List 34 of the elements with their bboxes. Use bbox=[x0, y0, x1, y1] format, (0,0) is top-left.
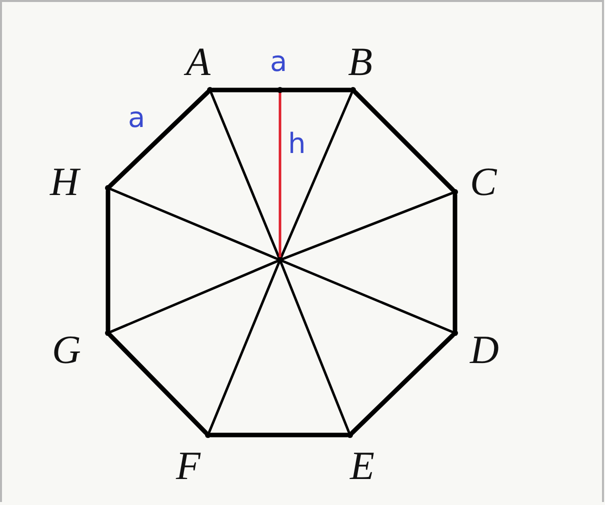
vertex-point bbox=[105, 185, 111, 191]
vertex-label: G bbox=[52, 330, 81, 370]
octagon-side bbox=[108, 90, 210, 188]
octagon-side bbox=[210, 88, 352, 92]
diagonal-line bbox=[282, 192, 454, 260]
octagon-side bbox=[208, 432, 350, 438]
octagon-side bbox=[106, 188, 110, 332]
octagon-side bbox=[108, 332, 208, 436]
side-length-label: a bbox=[270, 48, 288, 76]
vertex-point bbox=[350, 87, 356, 93]
vertex-label: B bbox=[348, 42, 372, 82]
height-line bbox=[278, 92, 282, 258]
side-length-label: a bbox=[128, 104, 146, 132]
edge-label: h bbox=[288, 130, 306, 158]
vertex-label: F bbox=[176, 446, 200, 486]
octagon-side bbox=[352, 90, 456, 192]
diagonal-line bbox=[110, 260, 278, 334]
vertex-point bbox=[207, 87, 213, 93]
diagonal-line bbox=[110, 188, 278, 260]
diagonal-line bbox=[282, 260, 454, 334]
diagonal-line bbox=[280, 92, 354, 258]
vertex-label: H bbox=[50, 162, 79, 202]
vertex-label: C bbox=[470, 162, 497, 202]
vertex-label: E bbox=[350, 446, 374, 486]
vertex-label: D bbox=[470, 330, 499, 370]
diagonal-line bbox=[208, 262, 280, 434]
diagonal-line bbox=[280, 262, 350, 434]
vertex-label: A bbox=[186, 42, 210, 82]
octagon-side bbox=[452, 192, 458, 332]
diagonal-line bbox=[210, 92, 280, 258]
vertex-point bbox=[105, 330, 111, 336]
octagon-side bbox=[350, 332, 456, 436]
vertex-point bbox=[347, 432, 353, 438]
vertex-point bbox=[452, 330, 458, 336]
